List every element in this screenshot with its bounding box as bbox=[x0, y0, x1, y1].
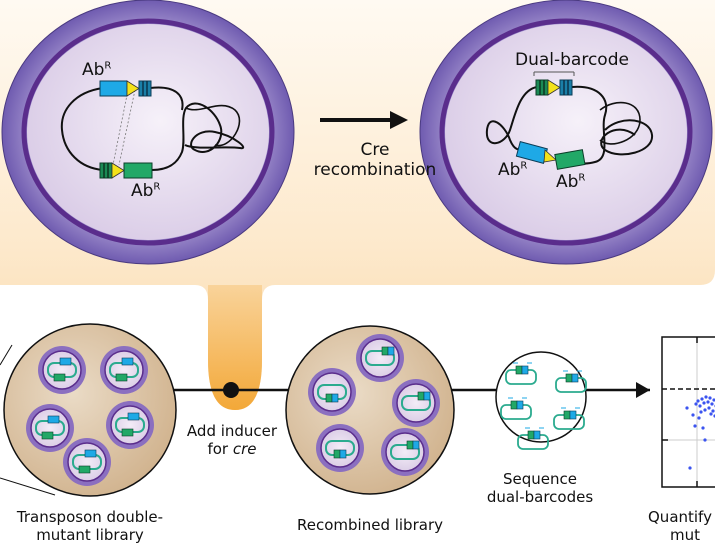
sequencing-pool bbox=[495, 351, 587, 450]
scatter-point bbox=[703, 438, 707, 442]
sequenced-plasmid bbox=[555, 370, 587, 393]
scatter-point bbox=[708, 396, 712, 400]
scatter-point bbox=[691, 413, 695, 417]
barcode-blue bbox=[559, 79, 573, 96]
abr-cassette-green bbox=[123, 162, 153, 179]
bacterial-cell bbox=[26, 404, 74, 452]
scatter-point bbox=[698, 404, 702, 408]
scatter-point bbox=[706, 400, 710, 404]
scatter-plot bbox=[661, 336, 715, 488]
lox-site-icon bbox=[111, 162, 125, 179]
barcode-green bbox=[535, 79, 549, 96]
scatter-point bbox=[710, 402, 714, 406]
lox-site-icon bbox=[543, 149, 557, 163]
dual-barcode-label: Dual-barcode bbox=[515, 50, 629, 70]
scatter-point bbox=[696, 399, 700, 403]
sequenced-plasmid bbox=[500, 397, 532, 420]
lox-site-icon bbox=[126, 80, 140, 97]
abr-cassette-blue bbox=[99, 80, 128, 97]
step-recombined-library-label: Recombined library bbox=[297, 516, 443, 534]
cre-recombination-arrow bbox=[320, 111, 408, 129]
plasmid bbox=[390, 444, 420, 460]
scatter-point bbox=[694, 402, 698, 406]
step-sequence-label: Sequence dual-barcodes bbox=[486, 470, 594, 506]
cre-recombination-label: Cre recombination bbox=[313, 140, 437, 181]
scatter-point bbox=[703, 408, 707, 412]
scatter-point bbox=[711, 409, 715, 413]
bacterial-cell bbox=[100, 346, 148, 394]
scatter-point bbox=[699, 410, 703, 414]
bacterial-cell bbox=[316, 424, 364, 472]
chromosome bbox=[60, 86, 245, 171]
scatter-point bbox=[701, 426, 705, 430]
abr-label-right: AbR bbox=[556, 172, 586, 192]
bacterial-cell bbox=[392, 379, 440, 427]
scatter-point bbox=[700, 397, 704, 401]
abr-cassette-green bbox=[554, 149, 586, 170]
abr-label-left: AbR bbox=[498, 160, 528, 180]
bacterial-cell bbox=[308, 368, 356, 416]
barcode-green bbox=[99, 162, 113, 179]
scatter-point bbox=[707, 406, 711, 410]
step-add-inducer-label: Add inducer for cre bbox=[186, 422, 278, 458]
scatter-point bbox=[704, 395, 708, 399]
scatter-point bbox=[697, 416, 701, 420]
bacterial-cell bbox=[38, 346, 86, 394]
plasmid bbox=[365, 350, 395, 366]
lox-site-icon bbox=[547, 79, 561, 96]
barcode-blue bbox=[138, 80, 152, 97]
scatter-point bbox=[688, 466, 692, 470]
sequenced-plasmid bbox=[553, 407, 585, 430]
scatter-point bbox=[709, 412, 713, 416]
inducer-node bbox=[223, 382, 239, 398]
sequenced-plasmid bbox=[517, 427, 549, 450]
recombined-library bbox=[285, 325, 455, 495]
cell-after-recombination bbox=[419, 0, 713, 265]
plasmid bbox=[401, 395, 431, 411]
step-transposon-library-label: Transposon double- mutant library bbox=[16, 508, 164, 544]
abr-label-bottom: AbR bbox=[131, 181, 161, 201]
bacterial-cell bbox=[63, 438, 111, 486]
scatter-point bbox=[685, 406, 689, 410]
cell-before-recombination bbox=[1, 0, 295, 265]
step-quantify-label: Quantify mut bbox=[648, 508, 712, 544]
transposon-double-mutant-library bbox=[3, 323, 177, 497]
abr-label-top: AbR bbox=[82, 60, 112, 80]
bacterial-cell bbox=[381, 428, 429, 476]
bacterial-cell bbox=[106, 401, 154, 449]
scatter-point bbox=[712, 398, 715, 402]
workflow-arrow-head bbox=[636, 382, 650, 398]
scatter-point bbox=[702, 401, 706, 405]
scatter-point bbox=[693, 424, 697, 428]
sequenced-plasmid bbox=[505, 362, 537, 385]
bacterial-cell bbox=[356, 334, 404, 382]
